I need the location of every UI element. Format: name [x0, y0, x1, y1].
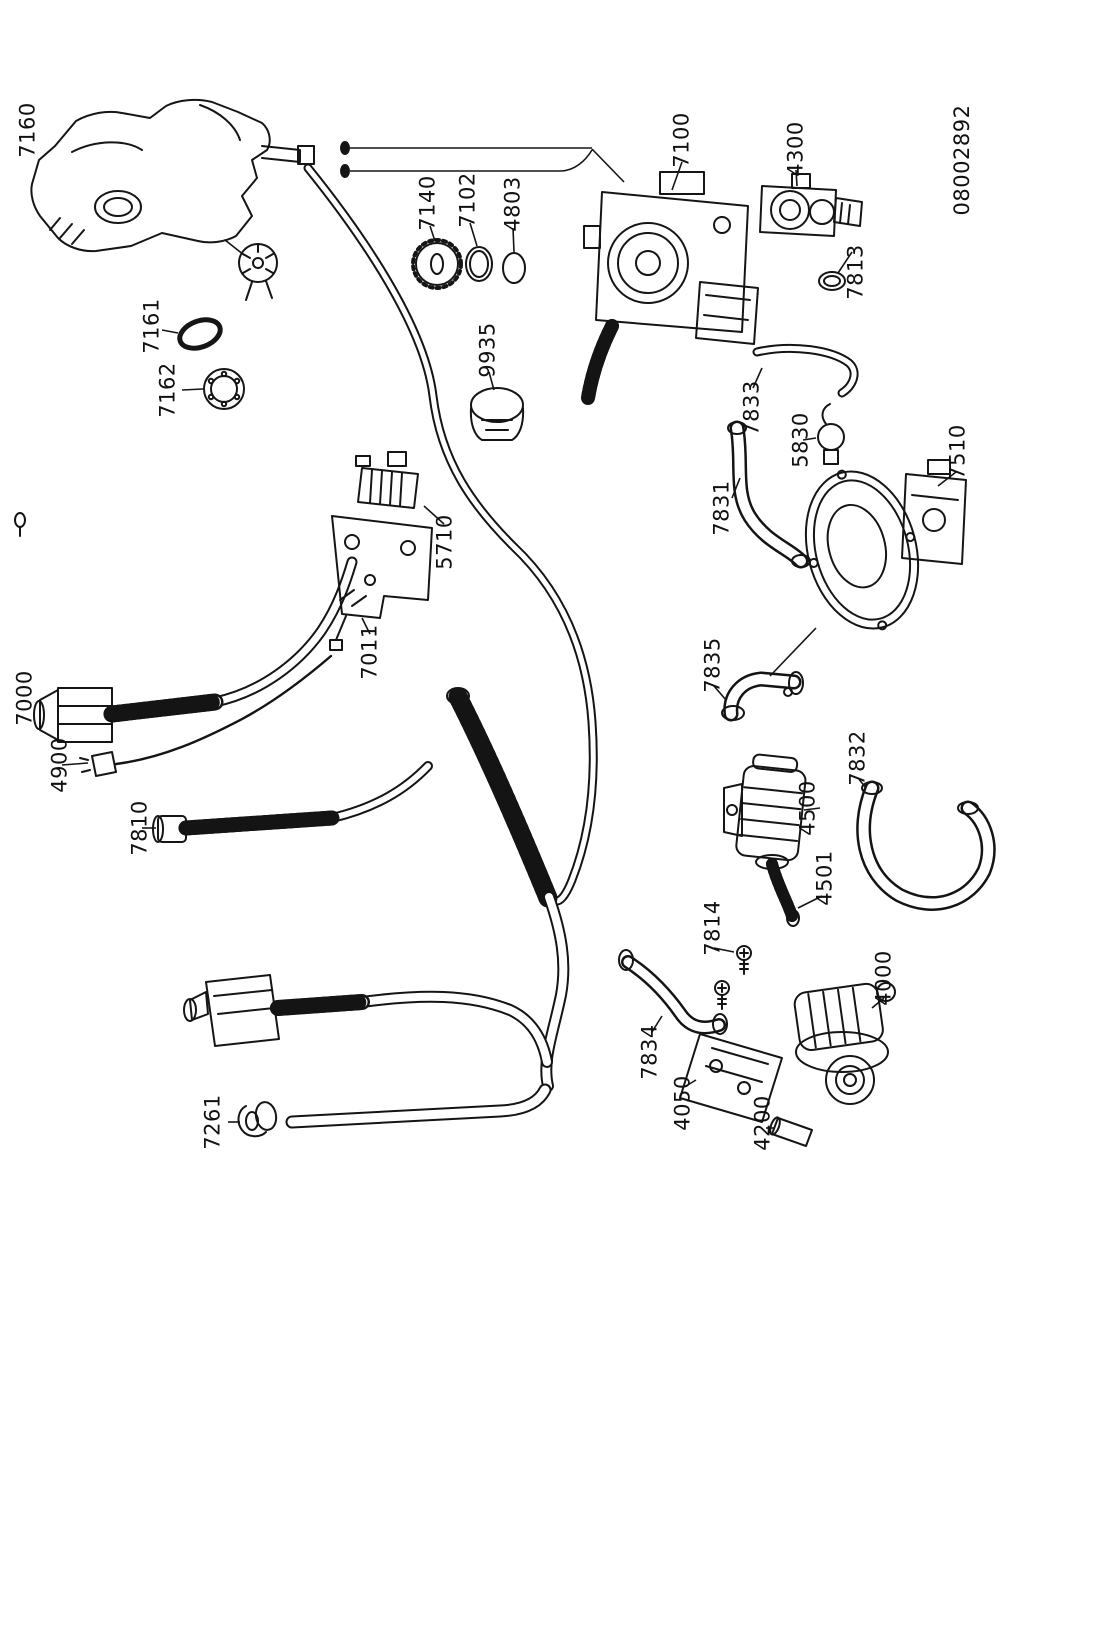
sump-assembly-7510: [804, 459, 967, 631]
gasket-7161: [177, 317, 223, 351]
seal-4803: [502, 252, 526, 284]
supply-connector-7000: [33, 687, 113, 743]
supply-hose-7000: [112, 562, 352, 714]
hose-end-caps: [446, 421, 979, 1035]
valve-5830: [817, 403, 845, 465]
motor-4500: [723, 753, 807, 870]
part-label-7835: 7835: [700, 637, 725, 693]
elbow-7261: [237, 1101, 278, 1138]
part-label-7162: 7162: [155, 362, 180, 418]
bracket-7011: [329, 515, 433, 651]
part-label-7510: 7510: [945, 424, 970, 480]
plug-4900: [79, 751, 117, 777]
filter-disc-7162: [203, 368, 245, 410]
document-number: 08002892: [950, 104, 974, 216]
solenoid-valve-5710: [355, 451, 419, 509]
part-label-7161: 7161: [139, 298, 164, 354]
part-label-7102: 7102: [455, 172, 480, 228]
part-label-7834: 7834: [637, 1024, 662, 1080]
hose-4501: [772, 864, 792, 916]
impeller-fitting: [224, 239, 278, 301]
part-4200: [769, 1116, 813, 1147]
part-label-4900: 4900: [47, 737, 72, 793]
part-label-9935: 9935: [475, 322, 500, 378]
part-label-7814: 7814: [700, 900, 725, 956]
part-label-4500: 4500: [795, 780, 820, 836]
part-label-5830: 5830: [788, 412, 813, 468]
seal-7813: [818, 271, 846, 291]
part-label-7000: 7000: [12, 670, 37, 726]
cap-7140: [411, 238, 463, 290]
part-label-7100: 7100: [669, 112, 694, 168]
part-label-5710: 5710: [432, 514, 457, 570]
part-label-7832: 7832: [845, 730, 870, 786]
fasteners-top: [340, 141, 350, 178]
screw-left-edge: [14, 512, 26, 537]
hose-7832: [864, 788, 989, 903]
hose-7834: [628, 962, 719, 1027]
fitting-7810: [152, 815, 187, 843]
part-label-4300: 4300: [783, 121, 808, 177]
drain-pump-4000: [793, 982, 896, 1105]
part-label-7831: 7831: [709, 480, 734, 536]
hose-7261: [292, 1090, 545, 1122]
part-label-7140: 7140: [415, 175, 440, 231]
drain-hose-corrugated: [458, 697, 563, 1086]
leader-lines: [61, 147, 957, 1129]
part-label-7011: 7011: [357, 624, 382, 680]
inlet-hose-bottom: [278, 997, 547, 1062]
inlet-valve-4300: [759, 173, 863, 237]
sleeve-9935: [469, 387, 525, 441]
screws-7814: [714, 945, 752, 1010]
hose-7810: [186, 766, 428, 828]
heater-assembly-7100: [583, 171, 759, 345]
hose-7100-stub: [588, 326, 612, 398]
air-break-housing-7160: [30, 98, 315, 253]
part-label-4000: 4000: [871, 950, 896, 1006]
part-label-7833: 7833: [739, 380, 764, 436]
part-label-7160: 7160: [15, 102, 40, 158]
part-label-4803: 4803: [500, 176, 525, 232]
part-label-4501: 4501: [812, 850, 837, 906]
hose-7833: [757, 348, 854, 393]
part-label-4050: 4050: [670, 1075, 695, 1131]
part-label-7813: 7813: [843, 244, 868, 300]
bracket-4050: [679, 1033, 783, 1123]
part-label-7810: 7810: [127, 800, 152, 856]
part-label-4200: 4200: [750, 1095, 775, 1151]
seal-7102: [465, 246, 493, 282]
inlet-connector-box: [183, 974, 280, 1047]
part-label-7261: 7261: [200, 1094, 225, 1150]
